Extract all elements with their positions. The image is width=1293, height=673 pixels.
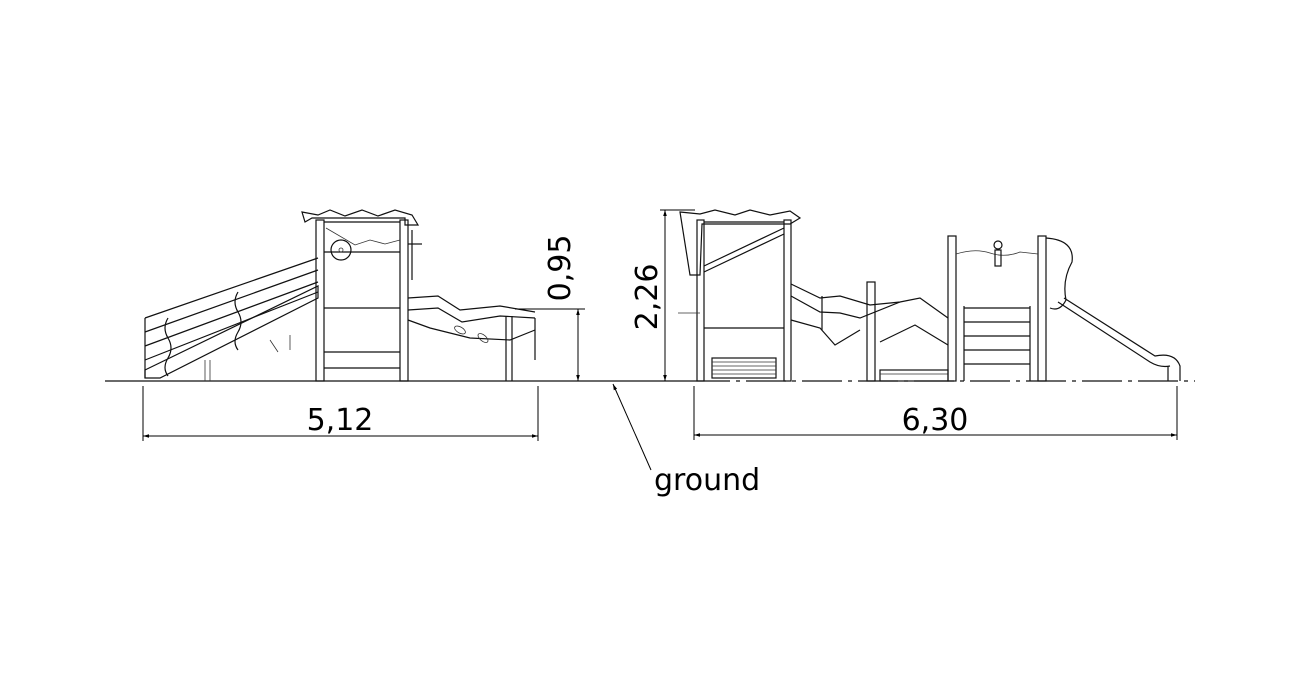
slide	[1057, 297, 1181, 381]
left-bridge	[407, 295, 536, 381]
left-ramp	[144, 257, 319, 381]
wavy-rails	[790, 281, 949, 382]
width-dimension-right: 6,30	[693, 386, 1178, 440]
ground-callout: ground	[612, 383, 760, 498]
height-label-right: 2,26	[630, 264, 665, 331]
left-side-elevation	[144, 209, 536, 382]
height-dimension-right: 2,26	[630, 209, 695, 381]
width-label-right: 6,30	[902, 403, 969, 438]
height-label-left: 0,95	[543, 235, 578, 302]
left-tower	[301, 209, 422, 382]
ground-label: ground	[654, 463, 760, 498]
height-dimension-left: 0,95	[515, 235, 585, 381]
front-elevation	[678, 209, 1181, 382]
right-tower-2	[947, 235, 1073, 382]
width-label-left: 5,12	[307, 403, 374, 438]
right-tower-1	[678, 209, 802, 382]
width-dimension-left: 5,12	[142, 386, 539, 441]
